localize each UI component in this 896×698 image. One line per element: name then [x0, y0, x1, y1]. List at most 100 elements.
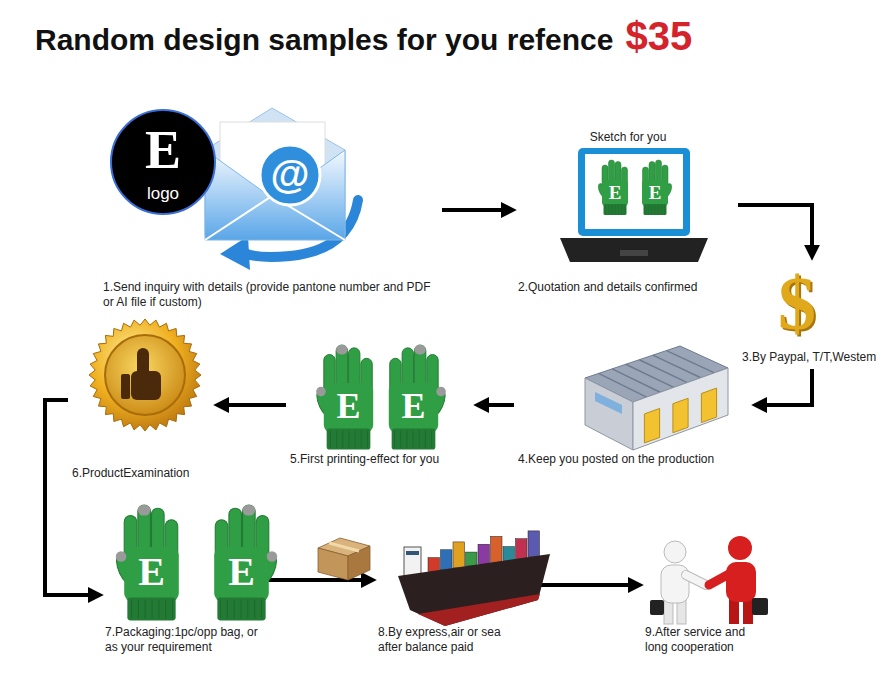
glove-palm: [602, 180, 628, 206]
glove-rib: [612, 205, 613, 214]
glove-cuff: [392, 429, 436, 450]
glove-icon: [389, 345, 449, 450]
laptop-screen: [585, 154, 683, 229]
process-step: 8.By express,air or sea after balance pa…: [378, 525, 518, 655]
thumb-cuff: [121, 374, 130, 399]
step-caption: 5.First printing-effect for you: [290, 452, 472, 467]
ship-bridge-window: [406, 551, 419, 555]
glove-icon: [313, 345, 373, 450]
warehouse-door: [701, 388, 716, 422]
glove-touch-tip: [116, 551, 127, 562]
flow-arrow: [738, 205, 812, 256]
glove-palm: [642, 180, 668, 206]
glove-rib: [234, 600, 235, 619]
ship-container: [466, 552, 478, 566]
glove-rib: [406, 431, 407, 448]
thumb-up: [137, 348, 149, 378]
glove-rib: [158, 600, 159, 619]
step-caption: 1.Send inquiry with details (provide pan…: [103, 280, 438, 310]
glove-rib: [220, 600, 221, 619]
figure-arm-outline: [686, 575, 706, 585]
step-caption: 6.ProductExamination: [72, 466, 212, 481]
glove-palm: [124, 547, 179, 602]
warehouse-door: [644, 408, 659, 442]
glove-rib: [361, 431, 362, 448]
laptop-base: [560, 238, 708, 262]
dollar-sign: $: [778, 265, 816, 341]
ship-bridge: [404, 547, 421, 576]
step-caption: 2.Quotation and details confirmed: [518, 280, 734, 295]
glove-rib: [400, 431, 401, 448]
process-step: 9.After service and long cooperation: [645, 535, 765, 655]
glove-icon: [214, 505, 280, 621]
glove-rib: [165, 600, 166, 619]
laptop-touchpad: [620, 250, 648, 256]
ship-container: [516, 539, 528, 559]
glove-rib: [621, 205, 622, 214]
glove-icon: [596, 160, 628, 215]
flow-arrow: [478, 403, 514, 407]
parcel-front: [318, 548, 348, 580]
page-title: Random design samples for you refence: [35, 23, 613, 57]
step-caption: 3.By Paypal, T/T,Westem: [742, 350, 882, 365]
price-tag: $35: [625, 14, 692, 59]
process-step: 6.ProductExamination: [72, 318, 212, 481]
glove-rib: [254, 600, 255, 619]
logo-word: logo: [147, 185, 179, 202]
at-sign-disc: [260, 145, 320, 205]
glove-rib: [664, 205, 665, 214]
step-caption: 7.Packaging:1pc/opp bag, or as your requ…: [105, 625, 260, 655]
step-caption: 9.After service and long cooperation: [645, 625, 765, 655]
glove-rib: [138, 600, 139, 619]
email-icon: [205, 108, 358, 270]
logo-disc: [111, 110, 215, 214]
warehouse-roof-ridge: [639, 360, 687, 383]
glove-letter: E: [401, 388, 425, 424]
glove-palm: [389, 383, 438, 432]
glove-rib: [608, 205, 609, 214]
glove-touch-tip: [267, 551, 278, 562]
glove-rib: [342, 431, 343, 448]
figure-head: [664, 541, 686, 563]
glove-rib: [431, 431, 432, 448]
glove-rib: [654, 205, 655, 214]
glove-rib: [348, 431, 349, 448]
page-header: Random design samples for you refence $35: [35, 14, 692, 59]
figure-head: [728, 536, 752, 560]
flow-arrow: [756, 369, 812, 405]
process-step: 5.First printing-effect for you: [290, 342, 472, 467]
glove-rib: [645, 205, 646, 214]
glove-rib: [261, 600, 262, 619]
laptop-screen-frame: [578, 148, 690, 236]
swoosh-arrow-head: [220, 236, 250, 270]
flow-arrow: [262, 578, 372, 582]
warehouse-icon: [585, 346, 728, 450]
ship-container: [478, 544, 490, 564]
parcel-side: [348, 546, 370, 580]
glove-rib: [615, 205, 616, 214]
glove-rib: [172, 600, 173, 619]
glove-touch-tip: [414, 345, 425, 355]
figure-body: [726, 562, 756, 602]
illustration: [89, 108, 768, 626]
glove-rib: [658, 205, 659, 214]
glove-rib: [648, 205, 649, 214]
glove-touch-tip: [316, 387, 326, 397]
glove-icon: [113, 505, 179, 621]
glove-rib: [240, 600, 241, 619]
glove-rib: [355, 431, 356, 448]
glove-cuff: [327, 429, 371, 450]
glove-icon: [642, 160, 674, 215]
glove-rib: [661, 205, 662, 214]
medal-icon: [89, 319, 201, 431]
logo-letter: E: [145, 123, 181, 177]
briefcase: [752, 598, 768, 615]
at-sign: @: [270, 154, 309, 194]
warehouse-window: [595, 392, 622, 414]
glove-rib: [227, 600, 228, 619]
warehouse-side-wall: [633, 368, 728, 450]
glove-rib: [131, 600, 132, 619]
warehouse-roof-ridge: [626, 364, 674, 387]
